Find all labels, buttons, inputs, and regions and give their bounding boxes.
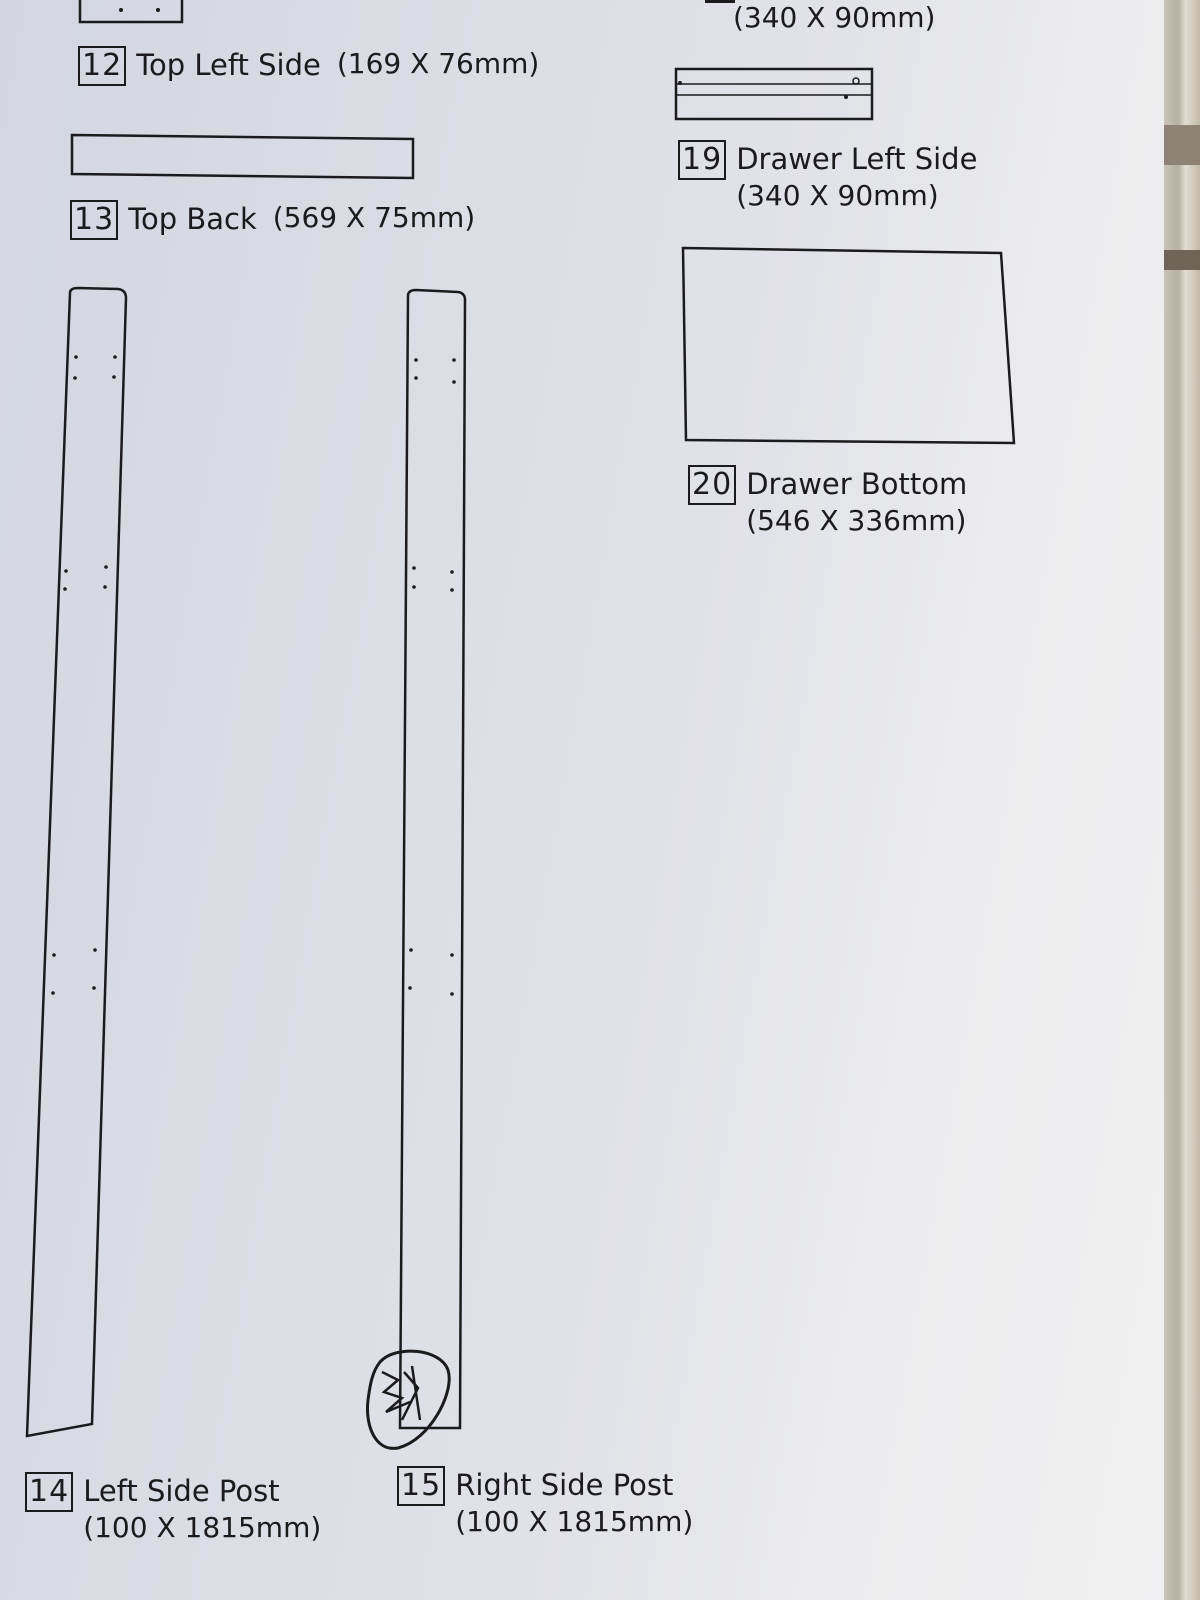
part-name: Drawer Left Side — [736, 142, 978, 176]
part-number: 14 — [25, 1472, 74, 1512]
part-dims: (340 X 90mm) — [736, 179, 939, 212]
part-dims: (569 X 75mm) — [272, 201, 476, 234]
part-19-label: 19 Drawer Left Side (340 X 90mm) — [678, 140, 977, 214]
part-number: 20 — [688, 465, 737, 505]
part-14-outline — [25, 286, 128, 1438]
part-19-outline — [674, 67, 874, 121]
sheet-edge — [1164, 0, 1200, 1600]
part-name: Top Left Side — [136, 48, 321, 82]
part-number: 15 — [397, 1466, 446, 1506]
part-dims: (100 X 1815mm) — [83, 1511, 322, 1544]
part-number: 13 — [70, 200, 119, 240]
part-number: 19 — [678, 140, 727, 180]
part-15-label: 15 Right Side Post (100 X 1815mm) — [397, 1466, 693, 1540]
part-14-label: 14 Left Side Post (100 X 1815mm) — [25, 1472, 321, 1546]
part-12-label: 12 Top Left Side (169 X 76mm) — [78, 46, 539, 86]
part-13-label: 13 Top Back (569 X 75mm) — [70, 200, 475, 240]
part-dims: (169 X 76mm) — [336, 47, 540, 80]
part-dims: (100 X 1815mm) — [455, 1505, 694, 1538]
part-20-outline — [681, 246, 1016, 445]
part-15-outline — [398, 288, 467, 1430]
part-11-outline-partial — [78, 0, 184, 24]
background-gap — [1164, 250, 1200, 270]
part-name: Right Side Post — [455, 1468, 674, 1502]
part-name: Left Side Post — [83, 1474, 280, 1508]
part-dims: (546 X 336mm) — [746, 504, 967, 537]
part-dims: (340 X 90mm) — [733, 1, 936, 34]
part-18-outline-partial — [705, 0, 735, 3]
handwritten-mark — [365, 1349, 451, 1450]
part-20-label: 20 Drawer Bottom (546 X 336mm) — [688, 465, 967, 539]
part-13-outline — [70, 133, 415, 180]
part-name: Top Back — [128, 202, 257, 236]
background-gap — [1164, 125, 1200, 165]
partial-part-dims: (340 X 90mm) — [733, 0, 935, 36]
part-name: Drawer Bottom — [746, 467, 968, 501]
part-number: 12 — [78, 46, 127, 86]
